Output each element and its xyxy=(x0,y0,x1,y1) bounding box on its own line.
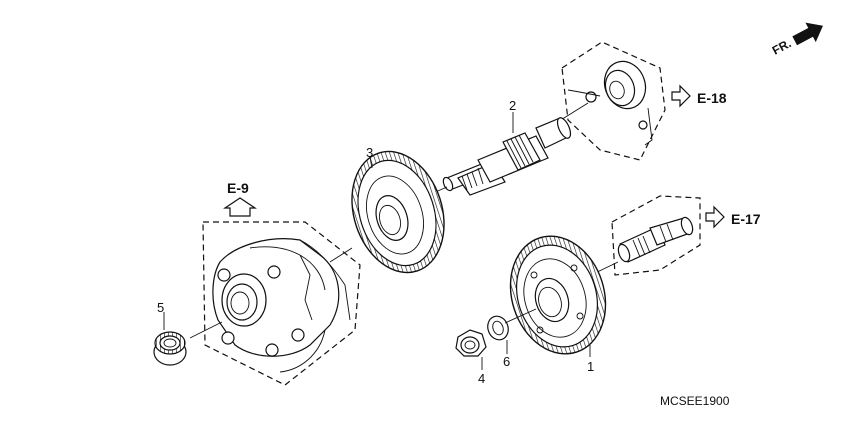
e9-arrow-icon xyxy=(223,197,257,217)
e9-callout: E-9 xyxy=(189,180,361,386)
front-direction-indicator: FR. xyxy=(770,22,823,58)
gear-part-upper xyxy=(351,150,445,274)
part-number-5: 5 xyxy=(157,300,164,315)
diagram-code: MCSEE1900 xyxy=(660,394,730,408)
gear-part-lower xyxy=(509,235,607,357)
front-arrow-icon xyxy=(792,22,823,46)
e17-arrow-icon xyxy=(705,205,725,229)
e18-ref-label: E-18 xyxy=(697,90,727,106)
shaft-part xyxy=(409,112,572,204)
part-number-3: 3 xyxy=(366,145,373,160)
e18-callout: E-18 xyxy=(547,41,727,161)
part-number-2: 2 xyxy=(509,98,516,113)
e17-ref-label: E-17 xyxy=(731,211,761,227)
front-label: FR. xyxy=(770,36,794,57)
part-number-1: 1 xyxy=(587,359,594,374)
part-number-4: 4 xyxy=(478,371,485,386)
washer-part xyxy=(487,308,537,354)
e17-callout: E-17 xyxy=(559,195,761,291)
nut-part-lower xyxy=(455,329,487,370)
e9-ref-label: E-9 xyxy=(227,180,249,196)
part-number-6: 6 xyxy=(503,354,510,369)
nut-part-left xyxy=(153,312,187,366)
e18-arrow-icon xyxy=(671,84,691,108)
